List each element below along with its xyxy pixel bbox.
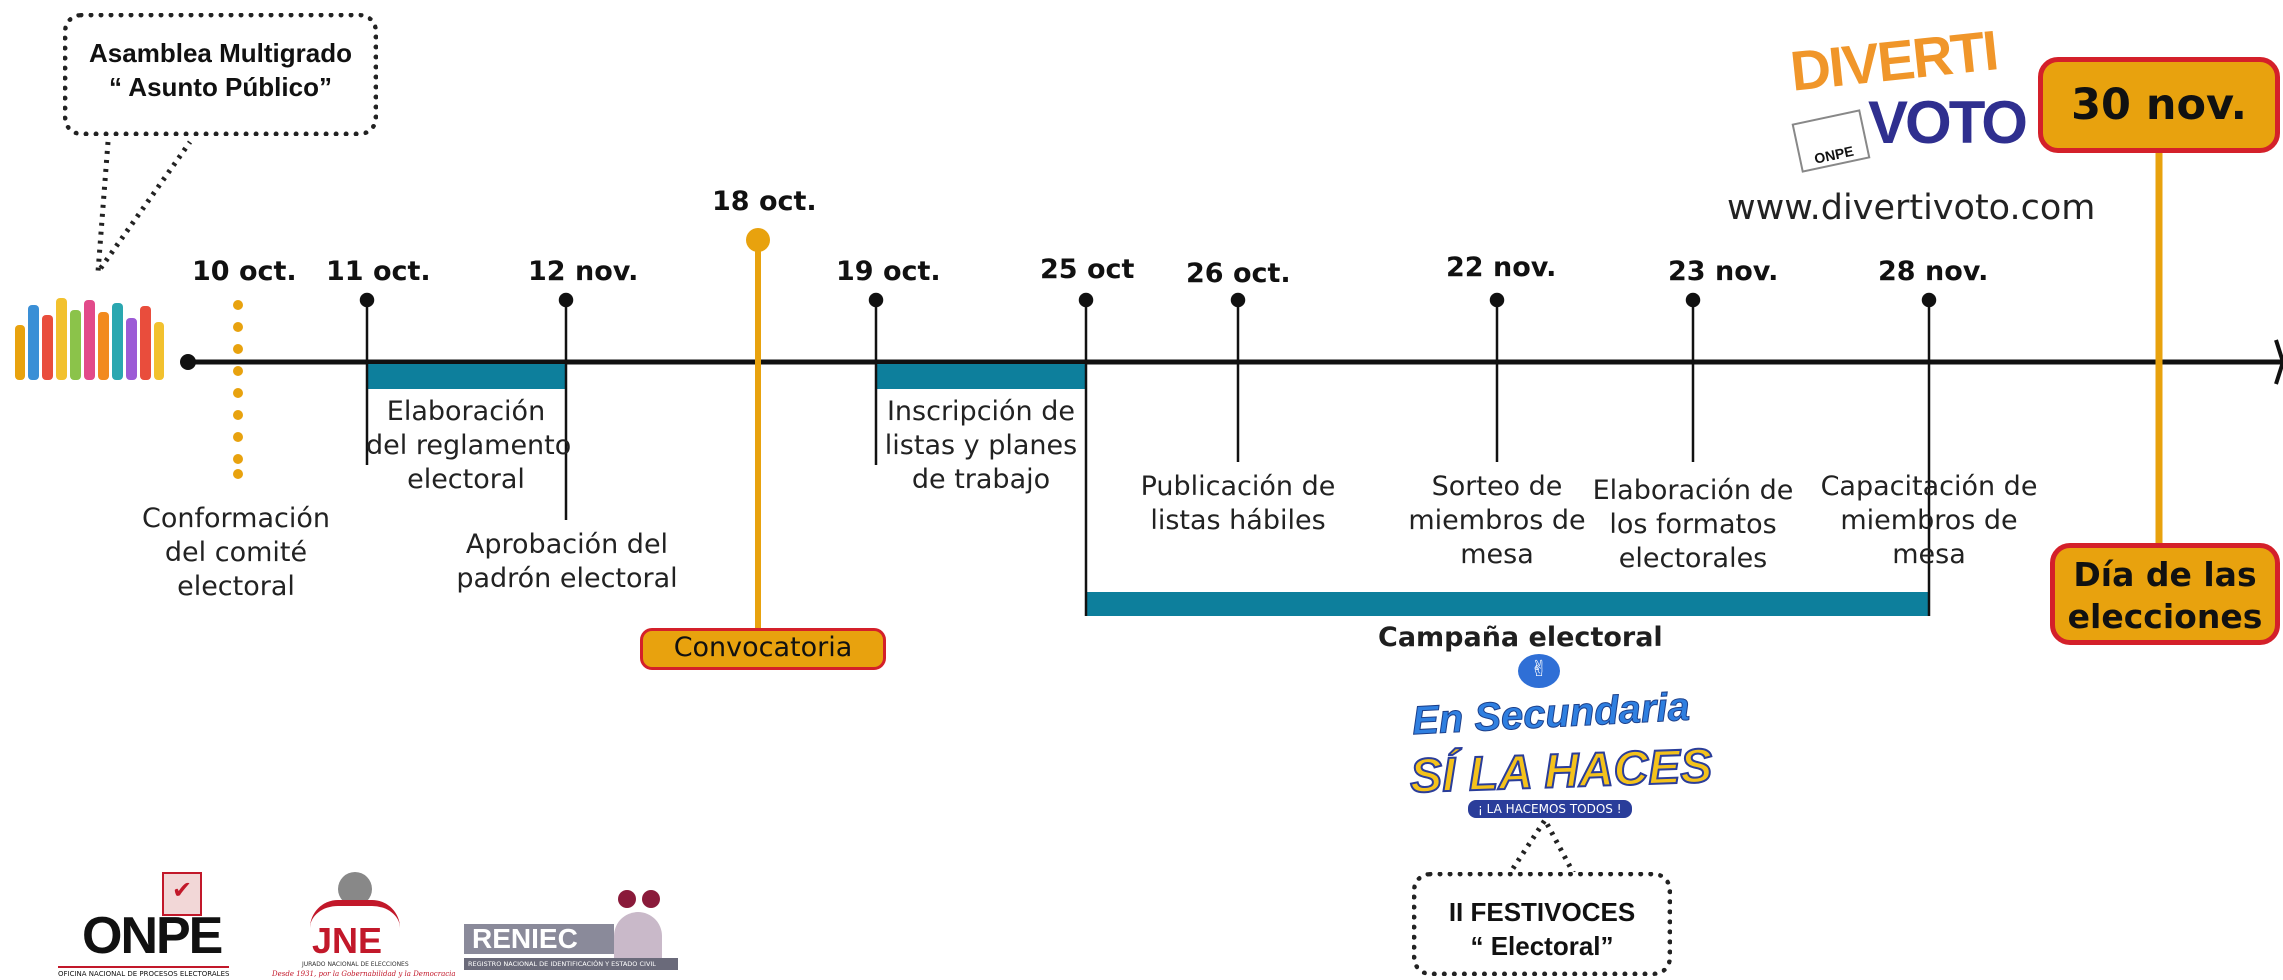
marker-18oct-dot xyxy=(746,228,770,252)
like-bubble-icon: ✌ xyxy=(1518,654,1560,688)
asamblea-callout-line1: Asamblea Multigrado xyxy=(89,38,352,68)
reniec-logo: RENIEC REGISTRO NACIONAL DE IDENTIFICACI… xyxy=(464,890,678,974)
festivoces-callout-line1: II FESTIVOCES xyxy=(1448,897,1636,927)
election-day-line2: elecciones xyxy=(2067,597,2263,636)
reniec-logo-name: RENIEC xyxy=(464,924,614,954)
onpe-logo-subtitle: OFICINA NACIONAL DE PROCESOS ELECTORALES xyxy=(58,966,230,978)
asamblea-callout-line2: “ Asunto Público” xyxy=(109,72,332,102)
jne-logo-motto: Desde 1931, por la Gobernabilidad y la D… xyxy=(272,970,456,978)
website-url: www.divertivoto.com xyxy=(1727,188,2096,228)
date-19oct: 19 oct. xyxy=(836,256,941,287)
date-25oct: 25 oct xyxy=(1040,254,1135,285)
jne-logo-name: JNE xyxy=(312,920,383,961)
marker-10oct xyxy=(233,300,243,479)
secundaria-line2: SÍ LA HACES xyxy=(1408,739,1714,805)
timeline-start-dot xyxy=(180,354,196,370)
jne-logo: JNE JURADO NACIONAL DE ELECCIONES Desde … xyxy=(270,870,456,980)
jne-logo-subtitle: JURADO NACIONAL DE ELECCIONES xyxy=(302,961,409,968)
divertivoto-logo: DIVERTI VOTO ONPE xyxy=(1786,18,2028,173)
divertivoto-logo-bottom: VOTO xyxy=(1868,89,2028,156)
convocatoria-box: Convocatoria xyxy=(640,628,886,670)
convocatoria-label: Convocatoria xyxy=(673,632,853,663)
festivoces-callout-line2: “ Electoral” xyxy=(1470,931,1614,961)
date-28nov: 28 nov. xyxy=(1878,256,1989,287)
secundaria-line3: ¡ LA HACEMOS TODOS ! xyxy=(1468,800,1632,818)
onpe-logo: ✔ ONPE OFICINA NACIONAL DE PROCESOS ELEC… xyxy=(58,870,254,980)
date-23nov: 23 nov. xyxy=(1668,256,1779,287)
date-12nov: 12 nov. xyxy=(528,256,639,287)
period-bar-campana xyxy=(1086,592,1929,616)
raised-hands-image xyxy=(15,298,164,380)
reniec-logo-subtitle: REGISTRO NACIONAL DE IDENTIFICACIÓN Y ES… xyxy=(464,958,678,970)
onpe-logo-name: ONPE xyxy=(82,907,223,965)
date-30nov-box: 30 nov. xyxy=(2038,57,2280,153)
secundaria-logo: ✌ En Secundaria SÍ LA HACES ¡ LA HACEMOS… xyxy=(1388,652,1714,827)
date-11oct: 11 oct. xyxy=(326,256,431,287)
date-18oct: 18 oct. xyxy=(712,186,817,217)
asamblea-callout-tail xyxy=(94,140,193,281)
divertivoto-onpe-badge: ONPE xyxy=(1791,109,1871,173)
festivoces-callout: II FESTIVOCES “ Electoral” xyxy=(1412,872,1672,976)
reniec-people-icon xyxy=(614,890,666,962)
date-30nov: 30 nov. xyxy=(2071,80,2247,130)
period-bar-reglamento xyxy=(367,364,566,389)
date-10oct: 10 oct. xyxy=(192,256,297,287)
festivoces-callout-tail xyxy=(1505,815,1578,878)
asamblea-callout: Asamblea Multigrado “ Asunto Público” xyxy=(63,13,378,136)
jne-hands-icon xyxy=(310,900,400,928)
campaign-label: Campaña electoral xyxy=(1378,622,1663,653)
date-22nov: 22 nov. xyxy=(1446,252,1557,283)
election-day-line1: Día de las xyxy=(2073,555,2257,594)
onpe-ballot-icon: ✔ xyxy=(162,872,202,916)
timeline-arrow-tip xyxy=(2274,339,2283,385)
date-26oct: 26 oct. xyxy=(1186,258,1291,289)
period-bar-inscripcion xyxy=(876,364,1085,389)
election-day-box: Día de las elecciones xyxy=(2050,543,2280,645)
secundaria-line1: En Secundaria xyxy=(1411,684,1692,744)
